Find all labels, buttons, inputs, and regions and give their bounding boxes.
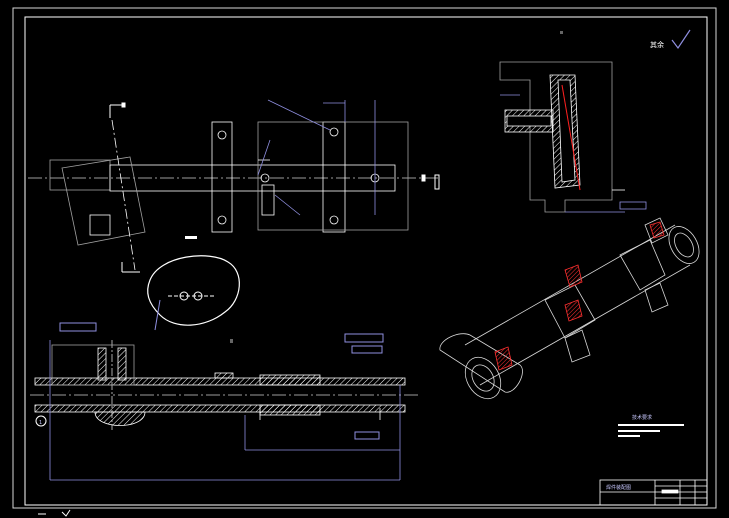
tech-req-title: 技术要求 [632,414,652,421]
section-top-wall [34,377,406,386]
roughness-label: 其余 [650,40,664,49]
iso-red-1 [649,221,665,239]
iso-red-3 [564,299,583,322]
bent-inner [557,79,576,183]
section-arrow-left [109,102,126,118]
branch-left-wall [97,347,107,381]
leader-3 [274,194,301,216]
bolt-hole-5 [260,173,270,183]
section-bottom-wall [34,404,406,413]
step-collar-2 [259,374,321,386]
main-pipe [109,164,396,192]
view-label-marker [185,236,197,239]
outer-frame [12,7,717,509]
tech-req-line-3 [618,435,640,437]
main-pipe-left [49,159,111,191]
roughness-note: 其余 [650,29,691,50]
iso-tube-end-right [668,226,700,264]
part-balloon: 1 [35,415,47,427]
tolerance-frame-2 [344,333,384,343]
small-marker-mid [230,339,233,343]
inner-frame [24,16,708,506]
tolerance-frame-4 [354,431,380,440]
iso-lug-bottom [644,282,669,313]
iso-lug-top [644,217,669,244]
branch-pipe-bore [506,115,552,127]
section-outline-upper [51,344,135,386]
iso-tube-end-right-inner [674,232,694,258]
tolerance-frame-1 [59,322,97,332]
iso-red-2 [564,264,583,288]
roughness-check-icon [671,29,691,50]
technical-requirements: 技术要求 [618,414,684,437]
tech-req-line-2 [618,430,660,432]
iso-flange-right [619,239,666,291]
bolt-hole-1 [217,130,227,140]
main-view [28,99,440,271]
title-block [599,479,708,506]
step-collar-3 [259,404,321,416]
inclined-branch-axis [111,119,136,271]
small-boss [89,214,111,236]
section-arrow-right [421,174,440,190]
detail-leader [154,299,161,331]
iso-lug-low [564,329,591,363]
bent-section-view [499,61,647,213]
section-arrow-bottom [121,262,140,273]
bolt-hole-3 [329,127,339,137]
section-view [30,340,420,481]
branch-right-wall [117,347,127,381]
title-block-text: 焊件装配图 [606,484,631,491]
iso-red-4 [494,346,513,371]
bolt-hole-2 [217,215,227,225]
isometric-view [439,217,700,400]
step-collar-1 [214,372,234,379]
flange-right [322,121,346,233]
lower-boss [261,184,275,216]
leader-1 [267,99,331,131]
flange-left [211,121,233,233]
small-mark [560,31,563,34]
iso-tube-end-left [464,356,502,400]
corner-mark [61,509,71,517]
right-frame-outline [257,121,409,231]
bottom-boss [94,411,146,426]
bent-outline [499,61,613,213]
bolt-hole-4 [329,215,339,225]
balloon-number: 1 [39,420,42,426]
iso-flange-left [544,284,596,339]
leader-2 [257,139,271,176]
iso-tube-end-left-inner [471,364,495,392]
bent-tolerance-frame [619,201,647,210]
iso-cross-left [439,333,523,393]
detail-view [147,255,240,331]
detail-boundary [147,255,240,326]
tech-req-line-1 [618,424,684,426]
inclined-branch [61,156,146,246]
bent-red-axis [561,84,581,191]
tolerance-frame-3 [351,345,383,354]
